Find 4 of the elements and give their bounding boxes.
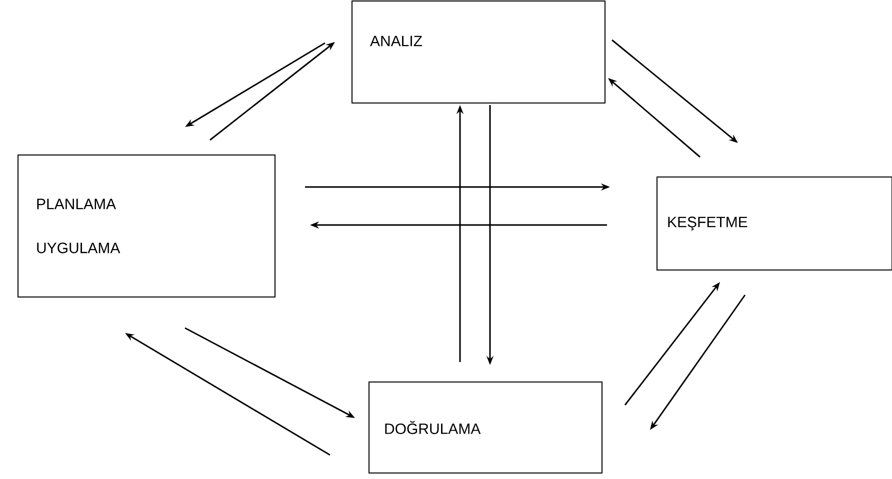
process-box: KEŞFETME xyxy=(656,176,892,270)
process-box: PLANLAMA UYGULAMA xyxy=(18,154,276,298)
process-box: ANALIZ xyxy=(352,0,606,104)
process-box: DOĞRULAMA xyxy=(368,382,602,474)
